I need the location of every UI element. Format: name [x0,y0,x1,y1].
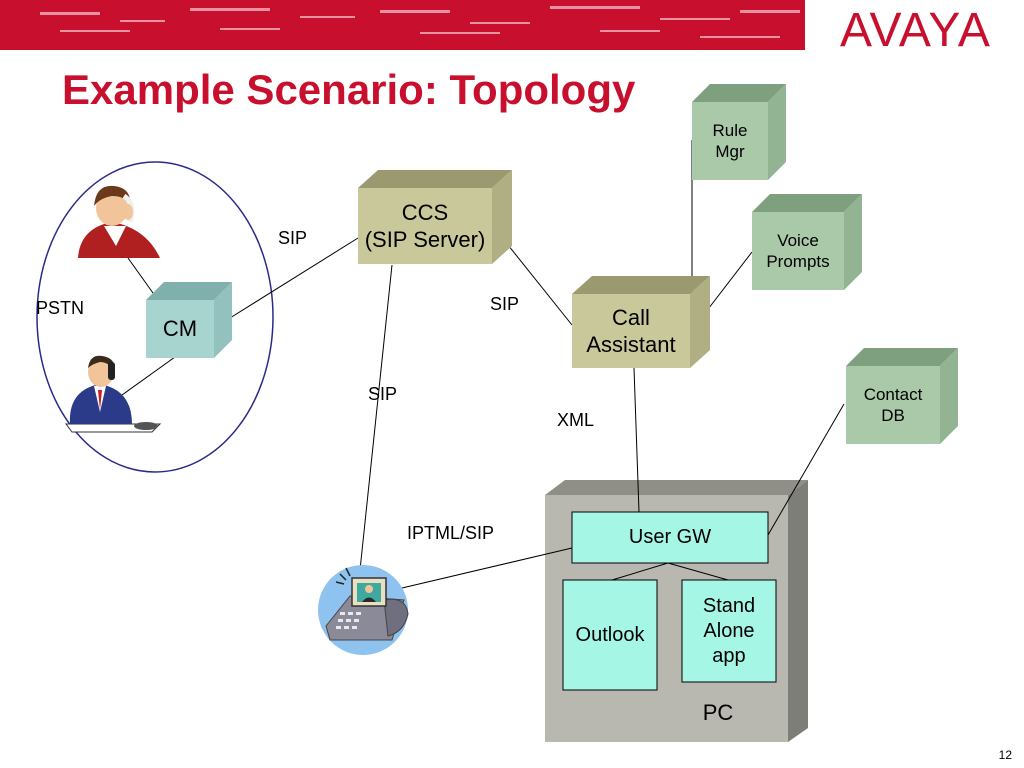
sip-ccs-phone-label: SIP [368,384,398,404]
slide-title: Example Scenario: Topology [62,66,636,113]
iptml-sip-label: IPTML/SIP [407,523,495,543]
link-usergw-standalone [667,562,729,581]
user-gw-box [571,511,769,564]
outlook-box [562,579,658,691]
call-assistant-label: Call Assistant [586,304,676,358]
standalone-box [681,579,777,683]
ccs-cube [358,170,512,264]
call-assistant-cube [572,276,710,368]
link-phone-usergw [401,547,573,589]
voice-prompts-label: Voice Prompts [766,230,830,271]
link-usergw-outlook [611,562,669,581]
standalone-app-label: Stand Alone app [702,594,756,667]
outlook-label: Outlook [575,623,645,646]
ip-phone-icon [318,565,409,655]
xml-label: XML [557,410,595,430]
user-gw-label: User GW [628,526,712,548]
logo-background [805,0,1024,58]
woman-phone-icon [78,185,160,258]
voice-prompts-cube [752,194,862,290]
pstn-ellipse [36,161,274,473]
link-man-cm [121,356,176,396]
rule-mgr-cube [692,84,786,180]
page-number: 12 [998,748,1012,762]
pc-label: PC [702,700,734,726]
cm-cube [146,282,232,358]
link-ca-usergw [633,367,640,513]
link-ccs-phone [359,264,393,571]
link-cm-ccs [229,237,359,319]
sip-ccs-ca-label: SIP [490,294,520,314]
sip-ccs-cm-label: SIP [278,228,308,248]
cm-label: CM [162,316,198,342]
rule-mgr-label: Rule Mgr [712,120,748,161]
man-phone-icon [65,355,162,433]
contact-db-cube [846,348,958,444]
contact-db-label: Contact DB [863,384,923,425]
pstn-label: PSTN [36,298,85,318]
link-contact-usergw [767,403,845,536]
ccs-label: CCS (SIP Server) [364,199,486,253]
avaya-logo: AVAYA [840,4,991,57]
